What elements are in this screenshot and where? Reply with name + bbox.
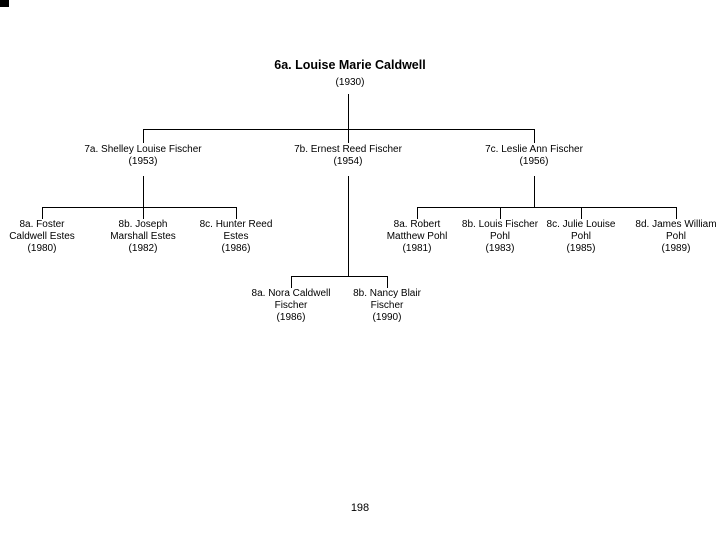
person-node-8c-pohl: 8c. Julie Louise Pohl (1985) (542, 219, 620, 255)
person-name: 8c. Julie Louise Pohl (546, 219, 616, 242)
person-birth-year: (1953) (128, 156, 158, 167)
person-name: 8b. Joseph Marshall Estes (110, 219, 176, 242)
connector-drop-8c-pohl (581, 207, 582, 219)
person-birth-year: (1983) (485, 243, 515, 254)
person-name: 8b. Louis Fischer Pohl (461, 219, 539, 242)
person-node-8a-fischer: 8a. Nora Caldwell Fischer (1986) (245, 288, 337, 324)
person-node-7c: 7c. Leslie Ann Fischer (1956) (464, 144, 604, 168)
person-birth-year: (1990) (372, 312, 402, 323)
person-name: 8b. Nancy Blair Fischer (353, 288, 421, 311)
connector-drop-8a-fischer (291, 276, 292, 288)
person-node-8a-pohl: 8a. Robert Matthew Pohl (1981) (384, 219, 450, 255)
person-node-7a: 7a. Shelley Louise Fischer (1953) (73, 144, 213, 168)
connector-7c-down (534, 176, 535, 207)
person-node-8b-pohl: 8b. Louis Fischer Pohl (1983) (459, 219, 541, 255)
corner-artifact (0, 0, 9, 7)
person-birth-year: (1981) (402, 243, 432, 254)
person-node-8d-pohl: 8d. James William Pohl (1989) (633, 219, 719, 255)
person-node-8a-estes: 8a. Foster Caldwell Estes (1980) (3, 219, 81, 255)
connector-root-drop (348, 94, 349, 143)
connector-7a-down (143, 176, 144, 207)
person-birth-year: (1980) (27, 243, 57, 254)
person-name: 8c. Hunter Reed Estes (199, 219, 273, 242)
person-name: 8a. Nora Caldwell Fischer (251, 288, 331, 311)
page-number: 198 (350, 502, 370, 514)
connector-drop-7a (143, 129, 144, 143)
person-name: 7c. Leslie Ann Fischer (485, 144, 583, 155)
connector-drop-7c (534, 129, 535, 143)
connector-drop-8b-estes (143, 207, 144, 219)
person-birth-year: (1956) (519, 156, 549, 167)
person-birth-year: (1985) (566, 243, 596, 254)
person-name: 8d. James William Pohl (635, 219, 717, 242)
connector-7b-down (348, 176, 349, 276)
person-node-7b: 7b. Ernest Reed Fischer (1954) (278, 144, 418, 168)
person-birth-year: (1989) (661, 243, 691, 254)
connector-drop-8b-fischer (387, 276, 388, 288)
person-birth-year: (1986) (276, 312, 306, 323)
connector-pohl-rail (417, 207, 677, 208)
person-node-8c-estes: 8c. Hunter Reed Estes (1986) (196, 219, 276, 255)
person-birth-year-root: (1930) (335, 77, 365, 88)
connector-drop-8b-pohl (500, 207, 501, 219)
person-name: 8a. Robert Matthew Pohl (386, 219, 448, 242)
person-birth-year: (1954) (333, 156, 363, 167)
person-name: 8a. Foster Caldwell Estes (9, 219, 75, 242)
person-name-root: 6a. Louise Marie Caldwell (274, 58, 426, 72)
connector-fischer-rail (291, 276, 388, 277)
connector-drop-8a-estes (42, 207, 43, 219)
connector-estes-rail (42, 207, 237, 208)
person-name: 7b. Ernest Reed Fischer (294, 144, 402, 155)
connector-drop-8c-estes (236, 207, 237, 219)
person-name: 7a. Shelley Louise Fischer (84, 144, 202, 155)
person-birth-year: (1982) (128, 243, 158, 254)
connector-drop-8d-pohl (676, 207, 677, 219)
person-node-8b-fischer: 8b. Nancy Blair Fischer (1990) (345, 288, 429, 324)
connector-gen2-rail (143, 129, 535, 130)
person-node-8b-estes: 8b. Joseph Marshall Estes (1982) (101, 219, 185, 255)
person-birth-year: (1986) (221, 243, 251, 254)
connector-drop-8a-pohl (417, 207, 418, 219)
